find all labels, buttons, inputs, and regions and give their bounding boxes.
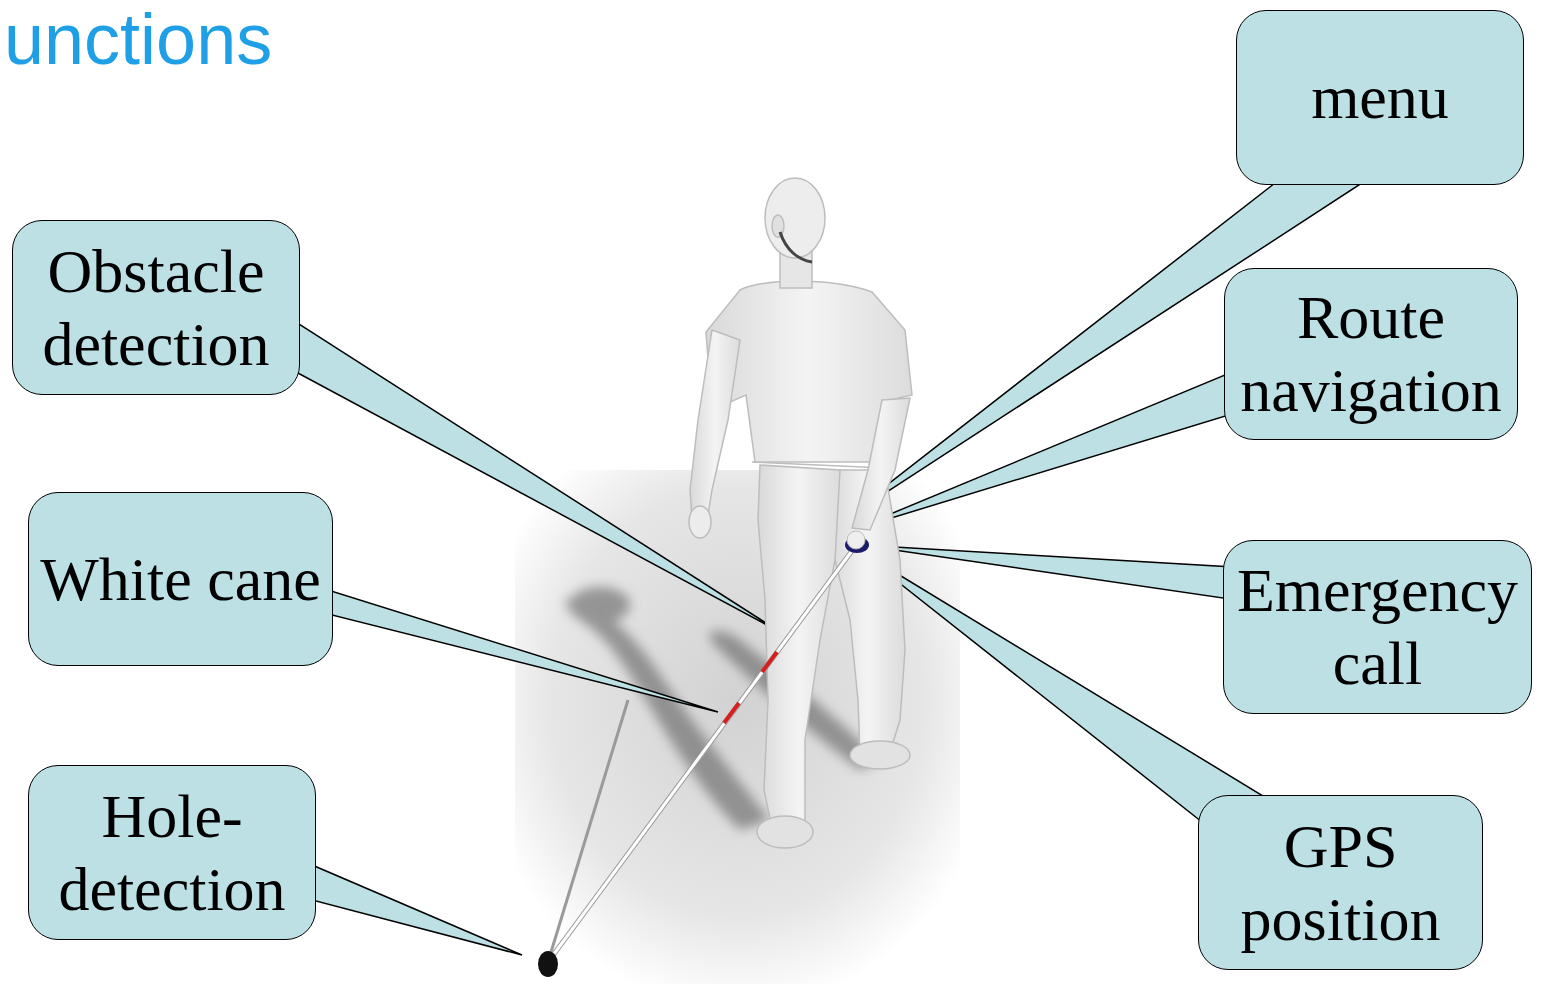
hand (689, 506, 711, 538)
leg (758, 465, 840, 828)
cane-red-band (762, 652, 777, 672)
belt (752, 462, 885, 468)
callout-label: Obstacle detection (26, 235, 286, 380)
cane-edge (548, 544, 857, 962)
callout-box: Hole- detection (28, 765, 316, 940)
walking-person (689, 178, 912, 848)
callout-label: GPS position (1211, 810, 1471, 955)
callout-box: Emergency call (1223, 540, 1532, 714)
callout-tail (855, 548, 1268, 822)
slide-title: unctions (4, 0, 272, 79)
cane-shadow (548, 700, 628, 962)
callout-label: Hole- detection (42, 780, 302, 925)
figure-shadow (566, 587, 880, 830)
white-cane (548, 544, 857, 962)
arm (852, 398, 910, 530)
cane-tip-sensor (538, 951, 558, 977)
shoe (850, 741, 910, 769)
hand (847, 531, 865, 549)
ear (772, 215, 784, 237)
floor (515, 470, 960, 984)
callout-tail (312, 585, 718, 712)
head (765, 178, 825, 258)
art-ellipse (570, 587, 630, 623)
callout-label: menu (1311, 61, 1449, 134)
callout-box: Route navigation (1224, 268, 1518, 440)
callout-label: Route navigation (1236, 281, 1506, 426)
arm (690, 330, 740, 518)
callout-box: menu (1236, 10, 1524, 185)
callout-box: GPS position (1198, 795, 1483, 970)
callout-label: White cane (40, 543, 321, 616)
cane-red-band (724, 703, 739, 723)
shoe (757, 816, 813, 848)
callout-tail (312, 865, 522, 955)
callout-tail (296, 322, 780, 632)
callout-box: White cane (28, 492, 333, 666)
headset-mic (780, 232, 812, 262)
callout-box: Obstacle detection (12, 220, 300, 395)
callout-label: Emergency call (1228, 554, 1528, 699)
art-path (566, 598, 770, 830)
